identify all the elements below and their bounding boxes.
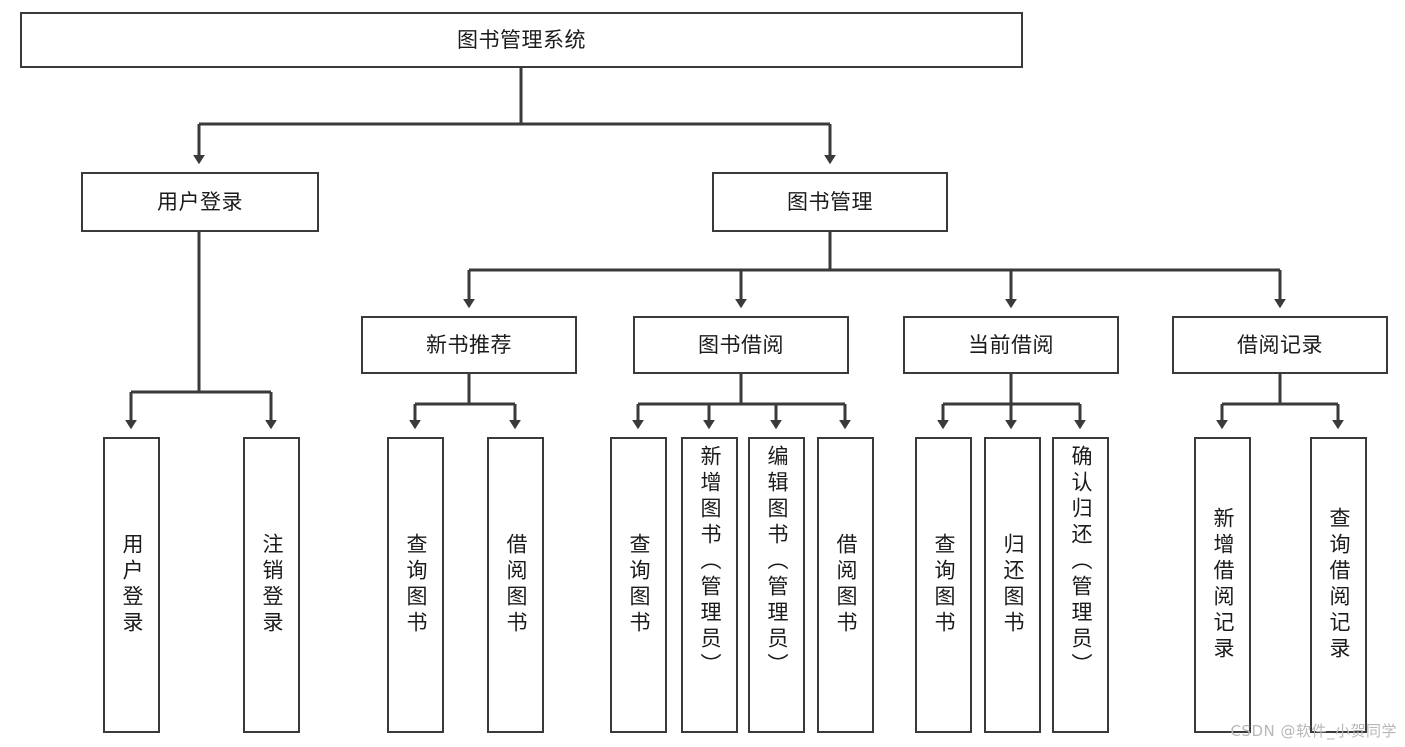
node-box-leaf-borrow-books-rec[interactable]: 借阅图书 bbox=[487, 437, 544, 733]
node-label-leaf-query-books-rec: 查询图书 bbox=[404, 533, 428, 637]
node-label-leaf-confirm-return-admin: 确认归还（管理员） bbox=[1069, 445, 1093, 679]
node-label-book-borrow: 图书借阅 bbox=[698, 332, 784, 357]
node-label-book-management: 图书管理 bbox=[787, 189, 873, 214]
node-box-borrow-record[interactable]: 借阅记录 bbox=[1172, 316, 1388, 374]
node-box-leaf-logout[interactable]: 注销登录 bbox=[243, 437, 300, 733]
node-label-leaf-logout: 注销登录 bbox=[260, 533, 284, 637]
node-label-leaf-add-book-admin: 新增图书（管理员） bbox=[698, 445, 722, 679]
node-box-leaf-user-login[interactable]: 用户登录 bbox=[103, 437, 160, 733]
node-label-leaf-query-borrow-record: 查询借阅记录 bbox=[1327, 507, 1351, 663]
node-label-user-login: 用户登录 bbox=[157, 189, 243, 214]
node-box-root[interactable]: 图书管理系统 bbox=[20, 12, 1023, 68]
node-box-current-borrow[interactable]: 当前借阅 bbox=[903, 316, 1119, 374]
node-label-current-borrow: 当前借阅 bbox=[968, 332, 1054, 357]
node-box-leaf-query-borrow-record[interactable]: 查询借阅记录 bbox=[1310, 437, 1367, 733]
node-box-leaf-query-books-borrow[interactable]: 查询图书 bbox=[610, 437, 667, 733]
node-box-leaf-confirm-return-admin[interactable]: 确认归还（管理员） bbox=[1052, 437, 1109, 733]
node-label-leaf-user-login: 用户登录 bbox=[120, 533, 144, 637]
node-box-book-borrow[interactable]: 图书借阅 bbox=[633, 316, 849, 374]
node-box-leaf-borrow-books[interactable]: 借阅图书 bbox=[817, 437, 874, 733]
node-box-book-management[interactable]: 图书管理 bbox=[712, 172, 948, 232]
node-box-leaf-add-book-admin[interactable]: 新增图书（管理员） bbox=[681, 437, 738, 733]
node-label-leaf-borrow-books-rec: 借阅图书 bbox=[504, 533, 528, 637]
node-box-leaf-query-books-rec[interactable]: 查询图书 bbox=[387, 437, 444, 733]
node-box-leaf-edit-book-admin[interactable]: 编辑图书（管理员） bbox=[748, 437, 805, 733]
node-label-leaf-return-books: 归还图书 bbox=[1001, 533, 1025, 637]
node-label-leaf-add-borrow-record: 新增借阅记录 bbox=[1211, 507, 1235, 663]
node-box-leaf-return-books[interactable]: 归还图书 bbox=[984, 437, 1041, 733]
node-box-leaf-query-books-current[interactable]: 查询图书 bbox=[915, 437, 972, 733]
node-label-leaf-borrow-books: 借阅图书 bbox=[834, 533, 858, 637]
node-label-leaf-edit-book-admin: 编辑图书（管理员） bbox=[765, 445, 789, 679]
node-label-new-book-recommend: 新书推荐 bbox=[426, 332, 512, 357]
node-label-root: 图书管理系统 bbox=[457, 27, 586, 52]
node-label-borrow-record: 借阅记录 bbox=[1237, 332, 1323, 357]
node-box-user-login[interactable]: 用户登录 bbox=[81, 172, 319, 232]
node-label-leaf-query-books-current: 查询图书 bbox=[932, 533, 956, 637]
node-label-leaf-query-books-borrow: 查询图书 bbox=[627, 533, 651, 637]
node-box-leaf-add-borrow-record[interactable]: 新增借阅记录 bbox=[1194, 437, 1251, 733]
node-box-new-book-recommend[interactable]: 新书推荐 bbox=[361, 316, 577, 374]
